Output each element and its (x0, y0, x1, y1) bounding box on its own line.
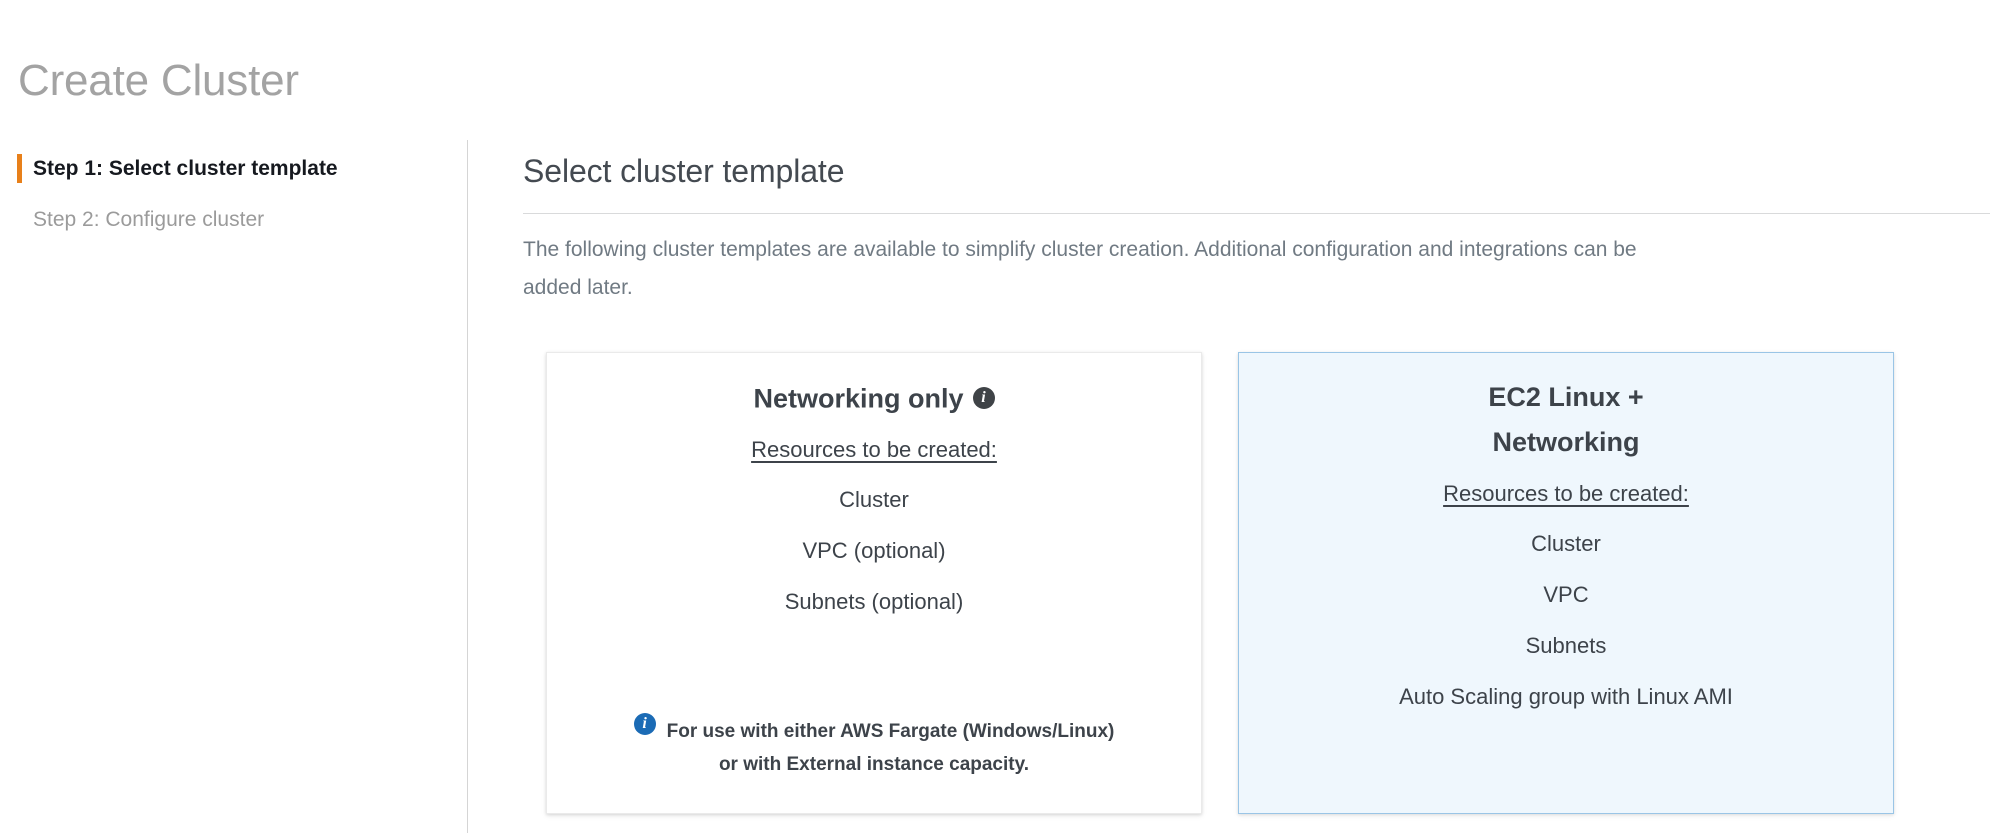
template-card-networking-only-title-text: Networking only (753, 383, 964, 414)
list-item: Subnets (optional) (784, 589, 964, 615)
list-item: Cluster (1531, 531, 1601, 556)
info-icon-blue: i (633, 713, 656, 735)
template-card-note-line-1: For use with either AWS Fargate (Windows… (666, 721, 1115, 742)
page-title: Create Cluster (18, 56, 299, 106)
template-card-ec2-title-line-2: Networking (1492, 427, 1640, 457)
section-description: The following cluster templates are avai… (523, 238, 1637, 299)
template-card-ec2-title-line-1: EC2 Linux + (1488, 382, 1644, 412)
section-title: Select cluster template (523, 153, 845, 189)
list-item: VPC (optional) (802, 538, 946, 564)
resource-list: Cluster VPC (optional) Subnets (optional… (547, 486, 1201, 616)
list-item: Subnets (1525, 633, 1607, 658)
resources-label: Resources to be created: (1443, 481, 1689, 506)
template-card-note-line-2: or with External instance capacity. (718, 754, 1030, 775)
template-card-networking-only[interactable]: Networking only i Resources to be created… (546, 352, 1202, 814)
section-divider (523, 213, 1990, 214)
sidebar-item-step-1[interactable]: Step 1: Select cluster template (17, 154, 338, 183)
resources-label: Resources to be created: (751, 437, 997, 463)
template-card-networking-only-title: Networking only i (547, 375, 1201, 421)
main-content: Select cluster template The following cl… (523, 140, 1999, 833)
wizard-sidebar: Step 1: Select cluster template Step 2: … (0, 140, 468, 833)
sidebar-item-step-1-label: Step 1: Select cluster template (33, 157, 338, 180)
list-item: VPC (1543, 582, 1589, 607)
active-step-accent-bar (17, 154, 22, 183)
template-card-ec2-linux-networking[interactable]: EC2 Linux + Networking Resources to be c… (1238, 352, 1894, 814)
list-item: Auto Scaling group with Linux AMI (1399, 684, 1733, 709)
sidebar-divider (467, 140, 468, 833)
info-icon[interactable]: i (972, 386, 995, 409)
template-card-ec2-linux-networking-title: EC2 Linux + Networking (1239, 375, 1893, 465)
inactive-step-accent-bar (17, 205, 22, 234)
sidebar-item-step-2[interactable]: Step 2: Configure cluster (17, 205, 264, 234)
sidebar-item-step-2-label: Step 2: Configure cluster (33, 208, 265, 231)
resource-list: Cluster VPC Subnets Auto Scaling group w… (1239, 530, 1893, 711)
template-card-note: i For use with either AWS Fargate (Windo… (547, 713, 1201, 781)
list-item: Cluster (839, 487, 909, 513)
